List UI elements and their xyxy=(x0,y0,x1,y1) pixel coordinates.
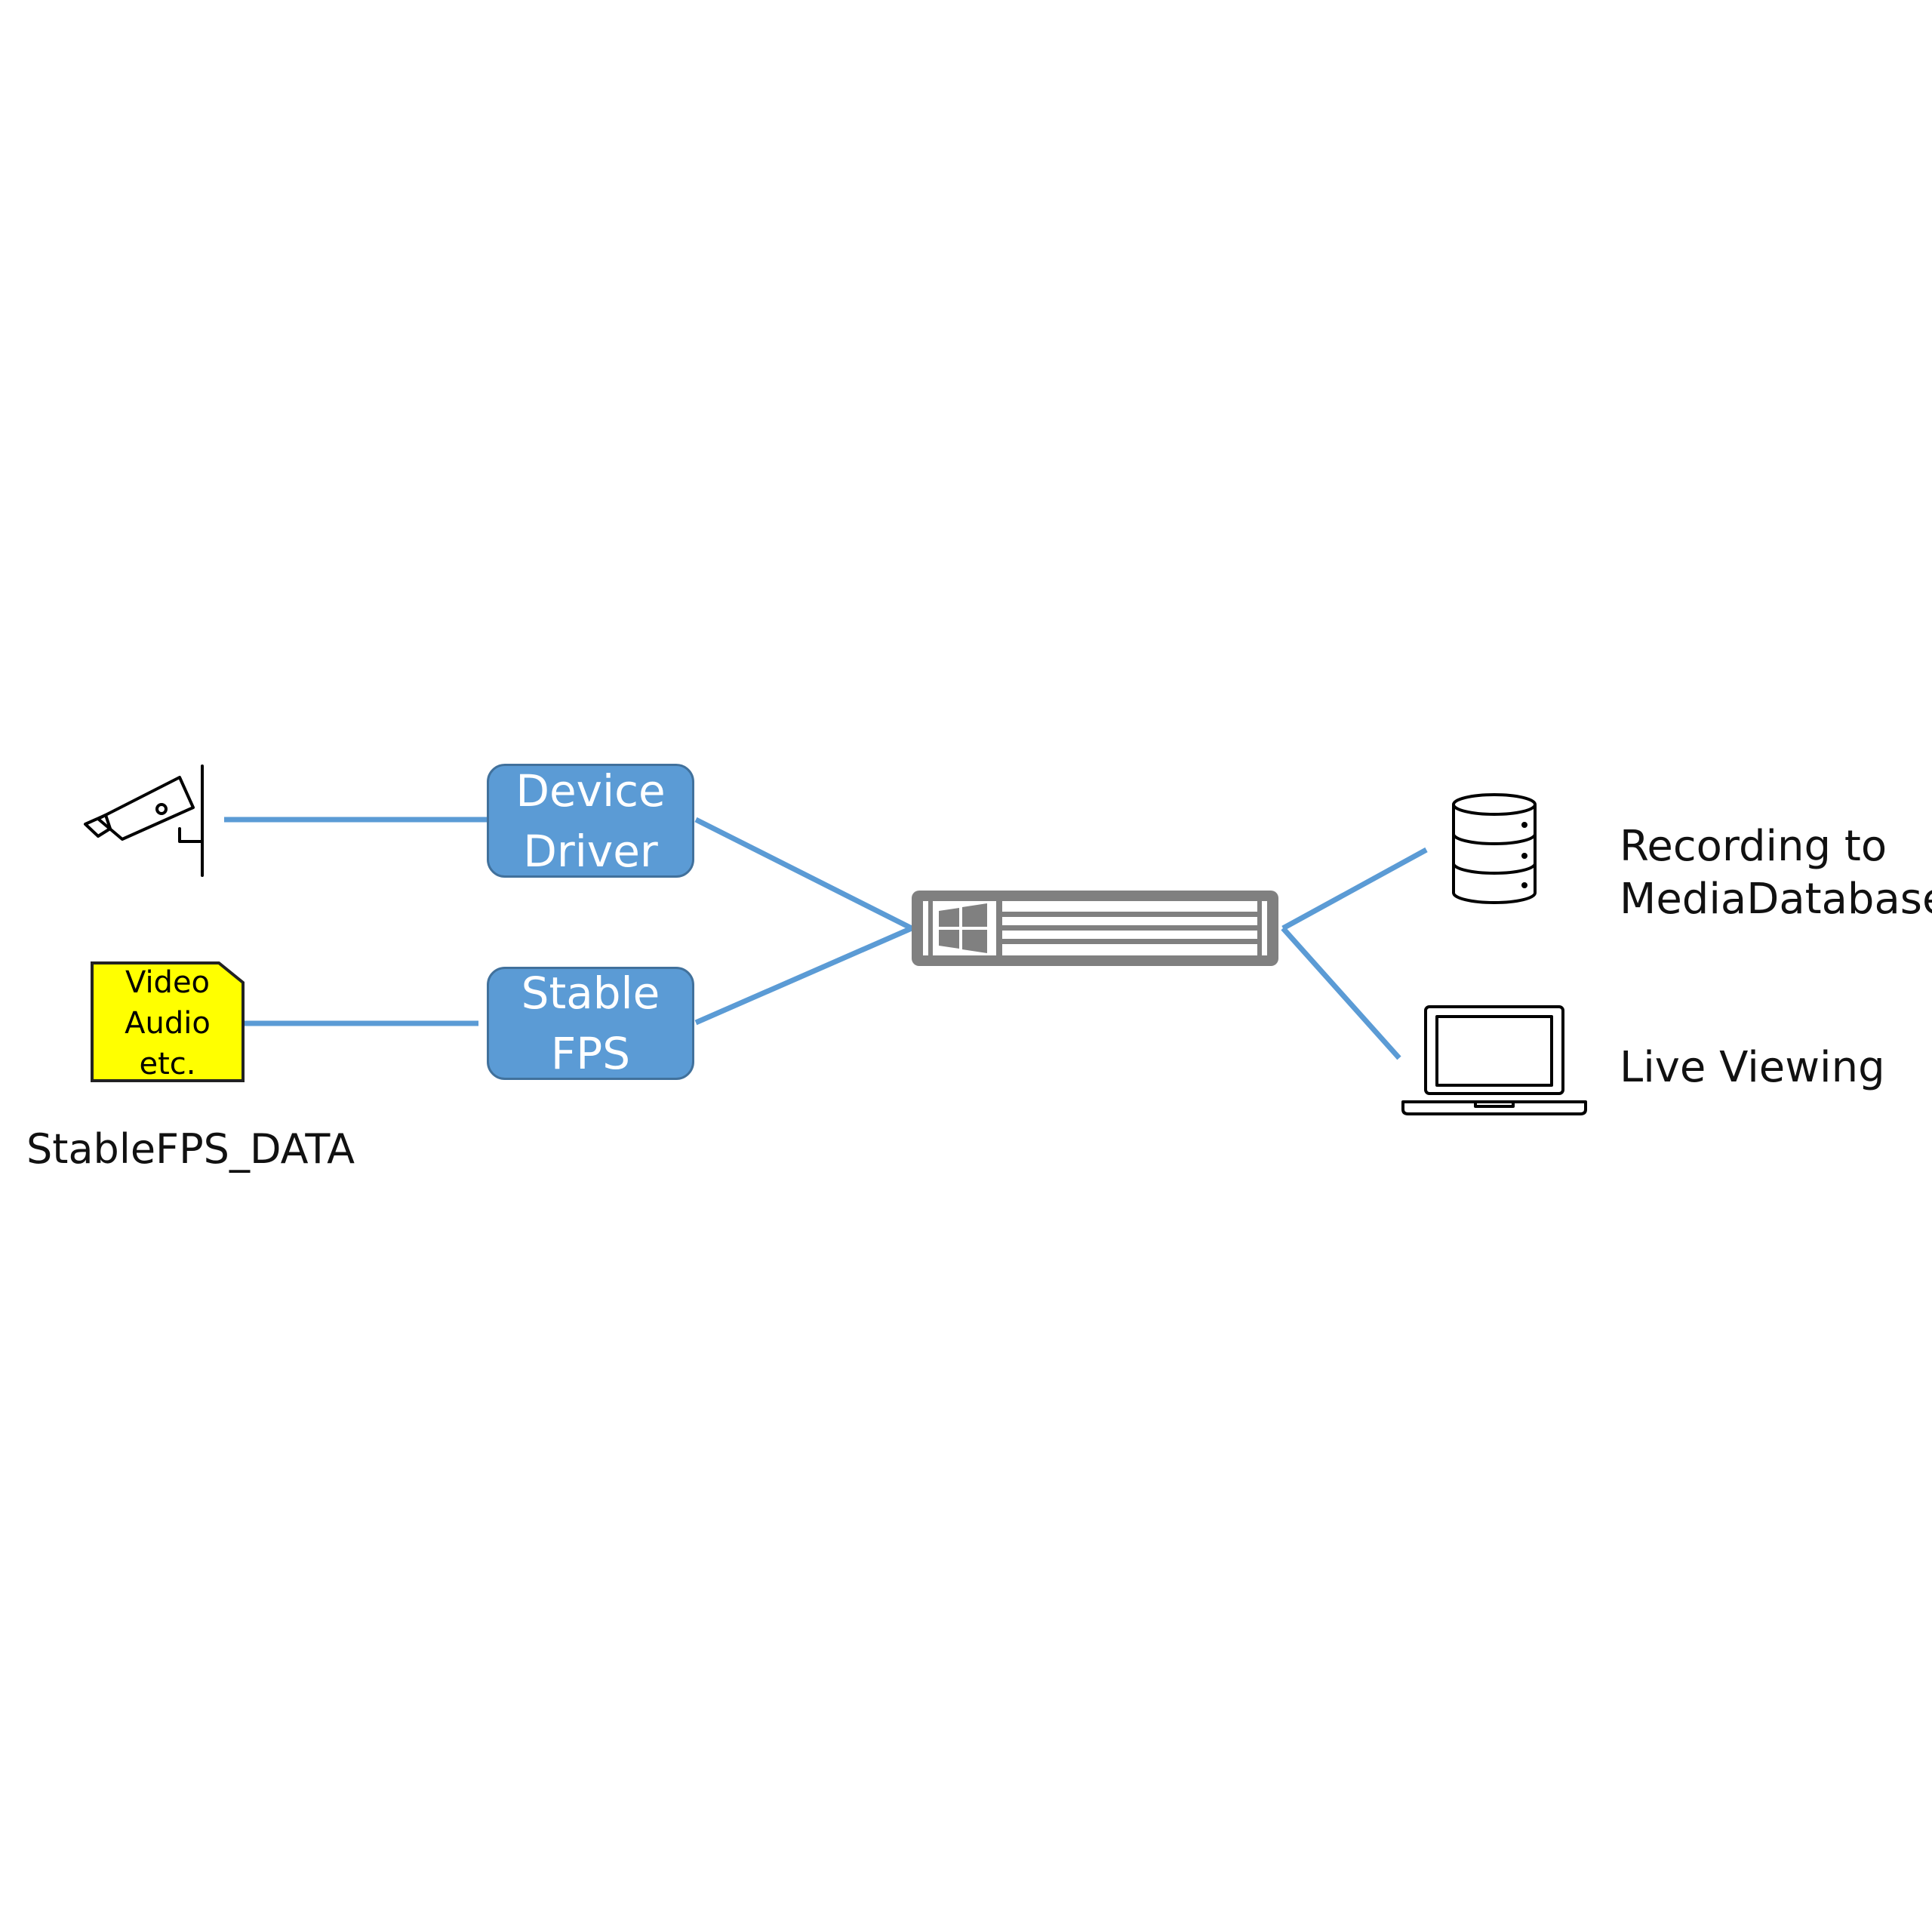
connector-device-driver-to-server xyxy=(694,817,913,931)
file-line-etc: etc. xyxy=(139,1047,196,1081)
stable-fps-box: Stable FPS xyxy=(487,967,694,1080)
laptop-icon xyxy=(1401,1005,1587,1115)
database-icon xyxy=(1452,793,1537,904)
device-driver-line-2: Driver xyxy=(523,825,658,877)
recording-line-2: MediaDatabase xyxy=(1620,875,1932,924)
recording-label: Recording to MediaDatabase xyxy=(1620,820,1932,926)
data-file-icon xyxy=(91,961,245,1082)
stable-fps-line-2: FPS xyxy=(550,1028,631,1079)
connector-stable-fps-to-server xyxy=(694,925,913,1026)
file-text: Video Audio etc. xyxy=(92,962,243,1084)
recording-line-1: Recording to xyxy=(1620,822,1887,871)
security-camera-icon xyxy=(84,764,204,877)
connector-server-to-database xyxy=(1281,847,1428,931)
live-viewing-label: Live Viewing xyxy=(1620,1043,1885,1092)
file-caption: StableFPS_DATA xyxy=(26,1125,355,1173)
file-line-audio: Audio xyxy=(125,1006,211,1041)
windows-server-icon xyxy=(912,891,1278,966)
stable-fps-line-1: Stable xyxy=(521,968,660,1019)
connector-server-to-laptop xyxy=(1281,926,1401,1060)
device-driver-box: Device Driver xyxy=(487,764,694,878)
device-driver-line-1: Device xyxy=(515,764,666,817)
file-line-video: Video xyxy=(125,965,211,1000)
